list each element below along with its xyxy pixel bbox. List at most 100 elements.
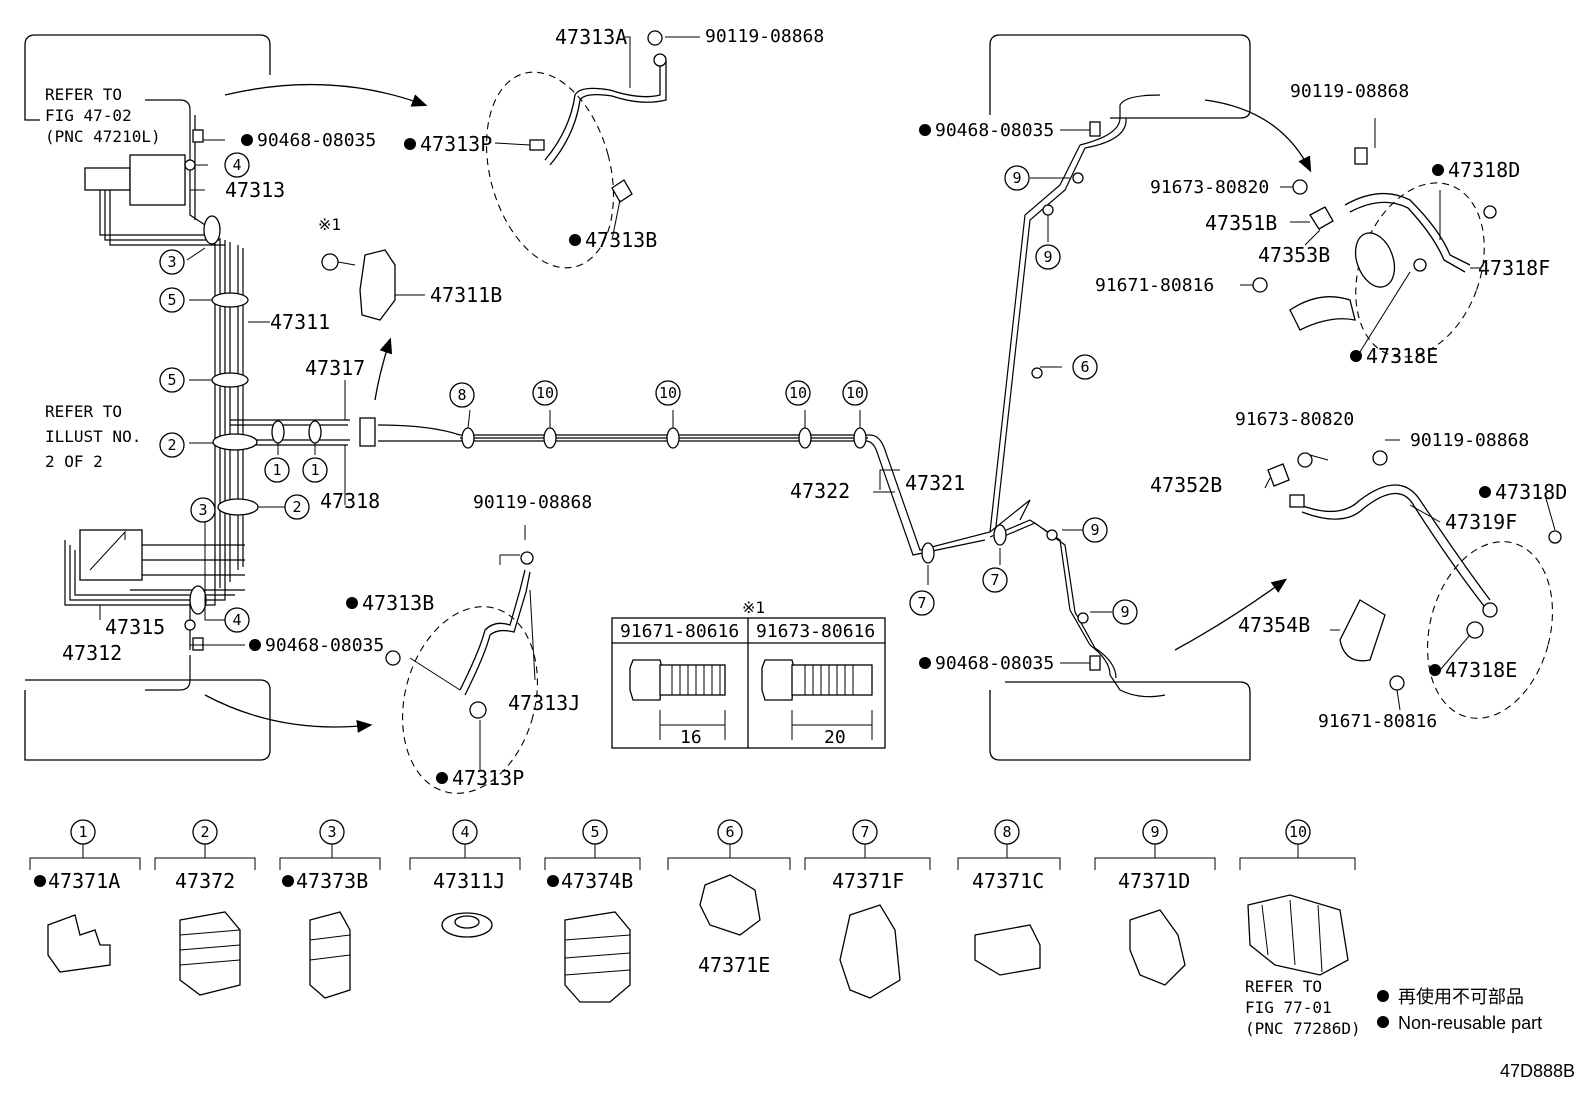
label-47313P-bot: 47313P xyxy=(452,766,524,790)
clip-callouts: 4 3 5 5 2 1 1 2 3 4 8 10 10 10 10 7 7 9 … xyxy=(159,152,1138,633)
table-col2-length: 20 xyxy=(824,727,846,748)
table-col2-part: 91673-80616 xyxy=(756,621,875,642)
box-fittings xyxy=(192,94,1166,698)
callout-5-b: 5 xyxy=(159,367,185,393)
label-47315: 47315 xyxy=(105,615,165,639)
svg-text:6: 6 xyxy=(1080,358,1089,376)
svg-text:10: 10 xyxy=(789,384,807,402)
refer-illust-line3: 2 OF 2 xyxy=(45,452,103,471)
callout-7-a: 7 xyxy=(909,590,935,616)
label-91671-a: 91671-80816 xyxy=(1095,275,1214,296)
leader-lines xyxy=(89,36,1556,770)
label-90468-c: 90468-08035 xyxy=(935,120,1054,141)
refer-note-line2: FIG 47-02 xyxy=(45,106,132,125)
svg-text:1: 1 xyxy=(272,461,281,479)
catalog-10: 10 REFER TO FIG 77-01 (PNC 77286D) xyxy=(1239,819,1361,1038)
catalog-7: 7 47371F xyxy=(804,819,931,999)
pipe-clip-markers xyxy=(184,159,1089,631)
callout-1-b: 1 xyxy=(302,457,328,483)
catalog-5: 5 47374B xyxy=(544,819,641,1003)
hose-47318F-group xyxy=(1252,147,1497,358)
label-47311: 47311 xyxy=(270,310,330,334)
svg-text:3: 3 xyxy=(167,253,176,271)
legend-en: Non-reusable part xyxy=(1398,1013,1542,1033)
label-47313B-top: 47313B xyxy=(585,228,657,252)
svg-text:3: 3 xyxy=(327,823,336,841)
label-47354B: 47354B xyxy=(1238,613,1310,637)
svg-text:REFER TO: REFER TO xyxy=(1245,977,1322,996)
label-47321: 47321 xyxy=(905,471,965,495)
callout-1-a: 1 xyxy=(264,457,290,483)
svg-text:9: 9 xyxy=(1012,169,1021,187)
callout-2-b: 2 xyxy=(284,494,310,520)
svg-text:47373B: 47373B xyxy=(296,869,368,893)
table-ref-mark: ※1 xyxy=(742,598,765,617)
refer-note-line3: (PNC 47210L) xyxy=(45,127,161,146)
svg-text:3: 3 xyxy=(198,501,207,519)
proportioning-valve xyxy=(129,154,186,206)
hose-47313J-group xyxy=(385,551,538,794)
svg-text:2: 2 xyxy=(292,498,301,516)
nonreusable-dot xyxy=(919,657,931,669)
svg-text:1: 1 xyxy=(78,823,87,841)
catalog-3: 3 47373B xyxy=(279,819,381,999)
label-90468-a: 90468-08035 xyxy=(257,130,376,151)
svg-text:4: 4 xyxy=(232,611,241,629)
ref-mark-top: ※1 xyxy=(318,215,341,234)
svg-text:47371F: 47371F xyxy=(832,869,904,893)
callout-7-b: 7 xyxy=(982,567,1008,593)
label-47351B: 47351B xyxy=(1205,211,1277,235)
actuator-block xyxy=(79,529,143,581)
nonreusable-dot xyxy=(1432,164,1444,176)
nonreusable-dot xyxy=(436,772,448,784)
label-47318: 47318 xyxy=(320,489,380,513)
catalog-6: 6 47371E xyxy=(667,819,791,977)
svg-text:2: 2 xyxy=(167,436,176,454)
svg-text:9: 9 xyxy=(1120,603,1129,621)
label-90119-c: 90119-08868 xyxy=(1290,81,1409,102)
callout-4-top: 4 xyxy=(224,152,250,178)
refer-note-line1: REFER TO xyxy=(45,85,122,104)
label-91673-a: 91673-80820 xyxy=(1150,177,1269,198)
bolt-spec-table: ※1 91671-80616 91673-80616 16 20 xyxy=(611,598,886,749)
label-47313B-bot: 47313B xyxy=(362,591,434,615)
label-90119-d: 90119-08868 xyxy=(1410,430,1529,451)
label-47317: 47317 xyxy=(305,356,365,380)
svg-text:7: 7 xyxy=(990,571,999,589)
svg-text:8: 8 xyxy=(1002,823,1011,841)
catalog-8: 8 47371C xyxy=(957,819,1061,976)
label-47322: 47322 xyxy=(790,479,850,503)
svg-text:47371A: 47371A xyxy=(48,869,120,893)
refer-illust-line1: REFER TO xyxy=(45,402,122,421)
svg-text:7: 7 xyxy=(860,823,869,841)
catalog-1: 1 47371A xyxy=(29,819,141,973)
callout-4-bot: 4 xyxy=(224,607,250,633)
svg-text:10: 10 xyxy=(846,384,864,402)
callout-10-b: 10 xyxy=(655,380,681,406)
legend-jp: 再使用不可部品 xyxy=(1398,987,1524,1007)
label-47352B: 47352B xyxy=(1150,473,1222,497)
reference-boxes xyxy=(24,34,1251,761)
nonreusable-dot xyxy=(569,234,581,246)
nonreusable-dot xyxy=(919,124,931,136)
union-47317 xyxy=(359,417,376,447)
callout-10-a: 10 xyxy=(532,380,558,406)
bracket-47311B xyxy=(321,249,396,321)
svg-text:10: 10 xyxy=(659,384,677,402)
label-90119-b: 90119-08868 xyxy=(473,492,592,513)
part-labels: REFER TO FIG 47-02 (PNC 47210L) REFER TO… xyxy=(45,25,1567,790)
nonreusable-dot xyxy=(1350,350,1362,362)
nonreusable-dot xyxy=(241,134,253,146)
catalog-2: 2 47372 xyxy=(154,819,256,996)
label-47313J: 47313J xyxy=(508,691,580,715)
nonreusable-dot xyxy=(249,639,261,651)
svg-text:5: 5 xyxy=(167,291,176,309)
callout-3-bot: 3 xyxy=(190,497,216,523)
label-47312: 47312 xyxy=(62,641,122,665)
label-47311B: 47311B xyxy=(430,283,502,307)
callout-9-d: 9 xyxy=(1112,599,1138,625)
label-47318E-b: 47318E xyxy=(1445,658,1517,682)
hose-47313A-group xyxy=(485,30,667,269)
svg-text:47371E: 47371E xyxy=(698,953,770,977)
